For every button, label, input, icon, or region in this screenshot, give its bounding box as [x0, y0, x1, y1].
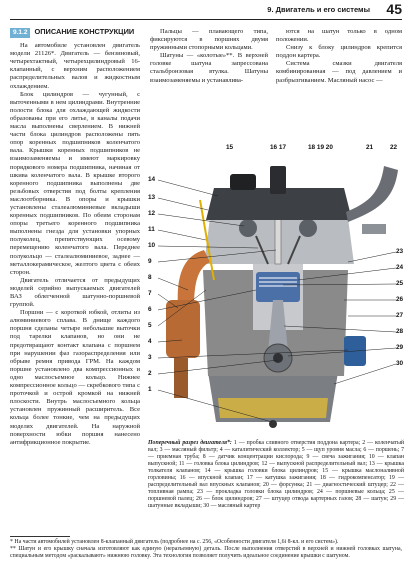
exhaust-camshaft-shape — [239, 219, 257, 237]
callout-label: 27 — [396, 312, 404, 319]
section-number-badge: 9.1.2 — [10, 28, 31, 39]
oil-filler-cap-shape — [230, 174, 256, 190]
callout-label: 21 — [366, 144, 374, 151]
callout-label: 30 — [396, 360, 404, 367]
dipstick-shape — [199, 199, 215, 281]
page-number: 45 — [386, 1, 402, 17]
oil-level-shape — [218, 398, 328, 418]
caption-title: Поперечный разрез двигателя*: — [148, 440, 232, 446]
callout-label: 10 — [148, 242, 156, 249]
callout-label: 22 — [390, 144, 398, 151]
piston-shape — [256, 272, 300, 302]
callout-label: 25 — [396, 280, 404, 287]
drain-plug-shape — [269, 420, 277, 428]
engine-cross-section-figure: 15 16 17 18 19 20 21 22 14 13 12 11 10 9… — [148, 140, 406, 435]
callout-label: 24 — [396, 264, 404, 271]
paragraph: Блок цилиндров — чугунный, с выточенными… — [10, 90, 140, 276]
section-heading: 9.1.2 ОПИСАНИЕ КОНСТРУКЦИИ — [10, 27, 140, 39]
callout-label: 8 — [148, 274, 152, 281]
callout-label: 28 — [396, 328, 404, 335]
fuel-rail-shape — [362, 224, 386, 234]
paragraph: Система смазки двигателя комбинированная… — [276, 60, 402, 84]
callout-label: 7 — [148, 290, 152, 297]
ignition-coil-shape — [270, 166, 286, 194]
head-cover-shape — [206, 188, 352, 220]
callout-label: 13 — [148, 194, 156, 201]
chapter-title: 9. Двигатель и его системы — [267, 5, 370, 14]
paragraph: Пальцы — плавающего типа, фиксируются в … — [150, 28, 268, 52]
paragraph: Шатуны — «колотые»**. В верхней головке … — [150, 52, 268, 84]
exhaust-valve-shape — [255, 235, 269, 265]
callout-label: 14 — [148, 176, 156, 183]
callout-label: 9 — [148, 258, 152, 265]
section-title: ОПИСАНИЕ КОНСТРУКЦИИ — [34, 27, 135, 36]
intake-valve-shape — [287, 235, 301, 265]
footnote-rule — [10, 536, 70, 537]
callout-label: 2 — [148, 370, 152, 377]
exhaust-pipe-shape — [174, 358, 188, 398]
callout-label: 6 — [148, 306, 152, 313]
caption-text: 1 — пробка сливного отверстия поддона ка… — [148, 440, 404, 509]
callout-label: 26 — [396, 296, 404, 303]
paragraph: ются на шатун только в одном положении. — [276, 28, 402, 44]
paragraph: На автомобиле установлен двигатель модел… — [10, 42, 140, 90]
callout-label: 1 — [148, 386, 152, 393]
callout-label: 4 — [148, 338, 152, 345]
exhaust-manifold-shape — [177, 250, 210, 308]
footnote: ** Шатун и его крышку сначала изготовляю… — [10, 546, 402, 559]
callout-label: 18 19 20 — [308, 144, 333, 151]
callout-label: 3 — [148, 354, 152, 361]
callout-label: 15 — [226, 144, 234, 151]
paragraph: Двигатель отличается от предыдущих модел… — [10, 276, 140, 309]
catalytic-collector-shape — [166, 300, 200, 358]
callout-label: 11 — [148, 226, 155, 233]
page-header: 9. Двигатель и его системы 45 — [0, 0, 412, 20]
footnotes: * На части автомобилей установлен 8-клап… — [10, 536, 402, 560]
engine-illustration — [157, 166, 398, 428]
callout-label: 29 — [396, 344, 404, 351]
intake-camshaft-shape — [299, 219, 317, 237]
callout-label: 12 — [148, 210, 156, 217]
right-column: ются на шатун только в одном положении. … — [276, 28, 402, 85]
middle-column: Пальцы — плавающего типа, фиксируются в … — [150, 28, 268, 85]
callout-label: 16 17 — [270, 144, 286, 151]
callout-label: 23 — [396, 248, 404, 255]
footnote: * На части автомобилей установлен 8-клап… — [10, 539, 339, 545]
header-rule — [10, 19, 402, 20]
paragraph: Поршни — с короткой юбкой, отлиты из алю… — [10, 309, 140, 446]
paragraph: Снизу к блоку цилиндров крепится поддон … — [276, 44, 402, 60]
intake-manifold-shape — [346, 166, 398, 222]
figure-caption: Поперечный разрез двигателя*: 1 — пробка… — [148, 440, 404, 510]
left-column: 9.1.2 ОПИСАНИЕ КОНСТРУКЦИИ На автомобиле… — [10, 27, 140, 447]
callout-label: 5 — [148, 322, 152, 329]
conrod-shape — [268, 300, 288, 352]
